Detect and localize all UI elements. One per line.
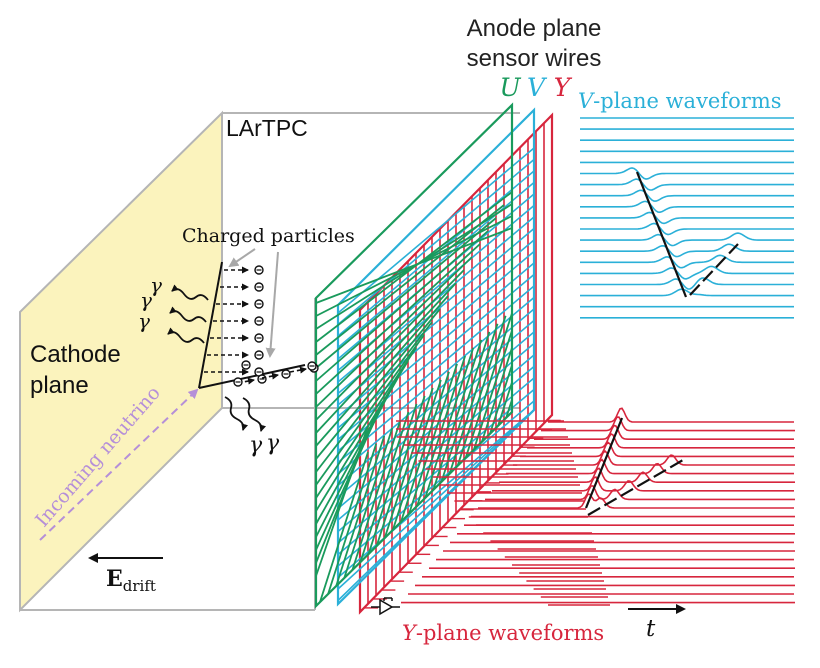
drifting-electrons	[204, 265, 319, 387]
gamma-top-1: γ	[150, 273, 162, 297]
gamma-top-2: γ	[140, 288, 152, 312]
particle-tracks	[198, 261, 306, 389]
v-plane-waveforms	[580, 117, 794, 319]
cathode-label-line1: Cathode	[30, 341, 121, 368]
cathode-label-line2: plane	[30, 372, 89, 399]
y-plane-waveforms	[396, 407, 795, 606]
anode-title-line1: Anode plane	[467, 15, 602, 42]
u-plane-frame	[314, 102, 514, 609]
photon-wiggles	[167, 284, 267, 432]
charged-particles-pointers	[228, 248, 279, 358]
u-plane-label: U	[499, 73, 521, 102]
y-plane-wires	[358, 112, 561, 615]
gamma-top-3: γ	[138, 309, 150, 333]
gamma-bottom-2: γ	[266, 431, 280, 456]
gamma-bottom-1: γ	[249, 433, 263, 458]
u-plane-wires	[314, 102, 514, 609]
amplifier-icon	[371, 597, 400, 616]
time-label: t	[646, 616, 656, 642]
e-drift-label: Edrift	[106, 566, 156, 595]
lartpc-label: LArTPC	[226, 115, 308, 141]
anode-title-line2: sensor wires	[467, 45, 602, 72]
charged-particles-label: Charged particles	[182, 225, 355, 247]
v-plane-label: V	[527, 73, 548, 102]
y-plane-label: Y	[554, 73, 573, 102]
neutrino-arrow	[39, 388, 199, 541]
y-waveform-tracks	[584, 417, 684, 516]
y-waveforms-title: Y-plane waveforms	[402, 621, 604, 645]
v-waveforms-title: V-plane waveforms	[578, 89, 782, 113]
v-waveform-tracks	[635, 171, 739, 298]
